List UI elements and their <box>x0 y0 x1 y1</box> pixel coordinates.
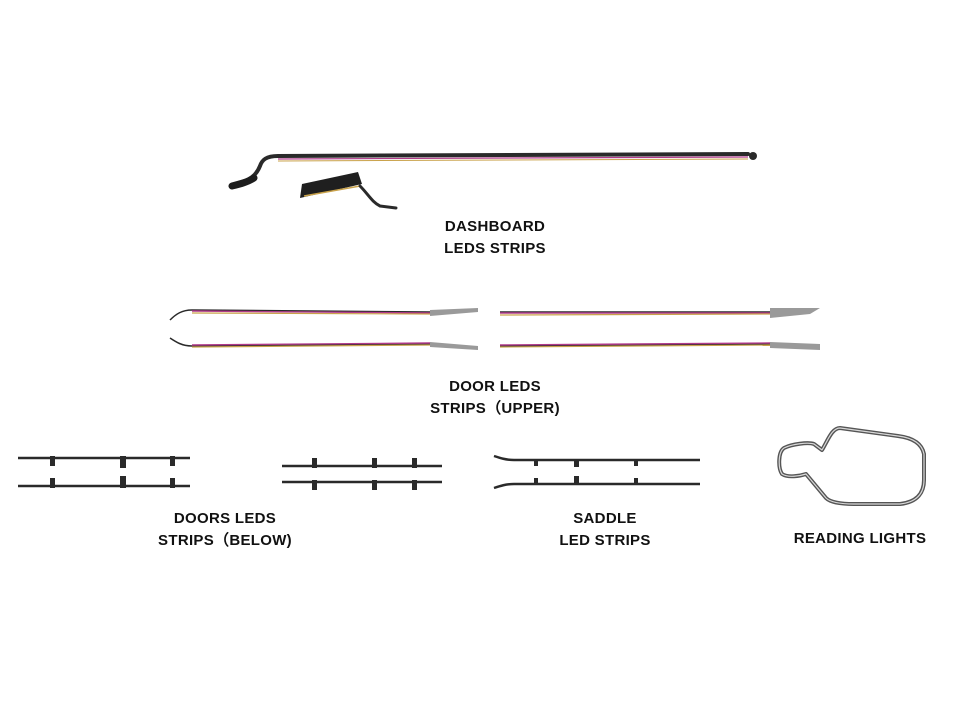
dashboard-label-line2: LEDS STRIPS <box>444 240 546 257</box>
door-upper-label-line1: DOOR LEDS <box>449 378 541 395</box>
door-upper-strip-illustration <box>169 308 820 350</box>
reading-light-loop-illustration <box>777 426 926 506</box>
door-below-label: DOORS LEDS STRIPS（BELOW) <box>120 508 330 552</box>
door-upper-label-line2: STRIPS（UPPER) <box>430 400 560 417</box>
dashboard-label-line1: DASHBOARD <box>444 218 546 235</box>
door-upper-label: DOOR LEDS STRIPS（UPPER) <box>400 376 590 420</box>
dashboard-label: DASHBOARD LEDS STRIPS <box>400 216 590 260</box>
door-upper-right-strips <box>499 308 820 350</box>
reading-label-line1: READING LIGHTS <box>793 530 927 547</box>
saddle-strip-illustration <box>493 454 700 490</box>
reading-label: READING LIGHTS <box>760 528 960 550</box>
door-upper-left-strips <box>169 308 478 350</box>
door-below-strip-left-illustration <box>18 456 190 488</box>
saddle-label: SADDLE LED STRIPS <box>500 508 710 552</box>
saddle-label-line1: SADDLE <box>573 510 637 527</box>
door-below-label-line1: DOORS LEDS <box>173 510 277 527</box>
saddle-label-line2: LED STRIPS <box>559 532 651 549</box>
door-below-label-line2: STRIPS（BELOW) <box>158 532 292 549</box>
dashboard-strip-illustration <box>228 152 757 210</box>
door-below-strip-middle-illustration <box>282 458 442 490</box>
